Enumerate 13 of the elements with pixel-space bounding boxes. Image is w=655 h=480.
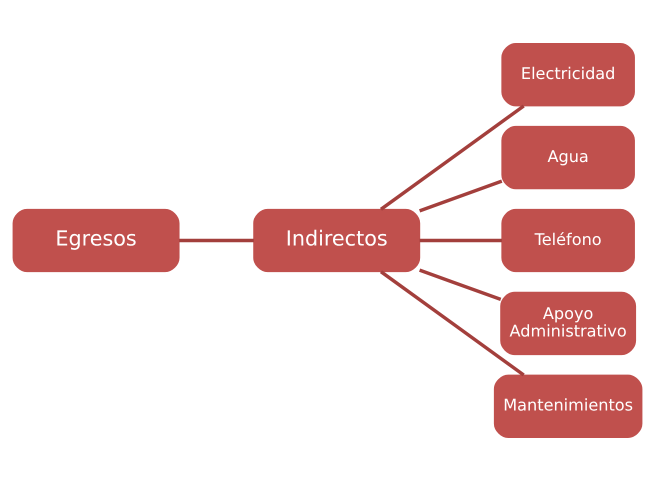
connector <box>419 179 502 212</box>
node-box: Agua <box>501 125 635 189</box>
connector <box>179 238 254 242</box>
node-box: Mantenimientos <box>494 374 642 438</box>
node-box: Indirectos <box>253 208 420 272</box>
node-box: Electricidad <box>501 42 635 106</box>
connector <box>380 270 525 376</box>
connector <box>419 268 502 301</box>
node-box: Teléfono <box>501 208 635 272</box>
connector <box>380 104 525 210</box>
node-box: Apoyo Administrativo <box>500 291 636 355</box>
connector <box>420 238 502 242</box>
node-box: Egresos <box>12 208 180 272</box>
